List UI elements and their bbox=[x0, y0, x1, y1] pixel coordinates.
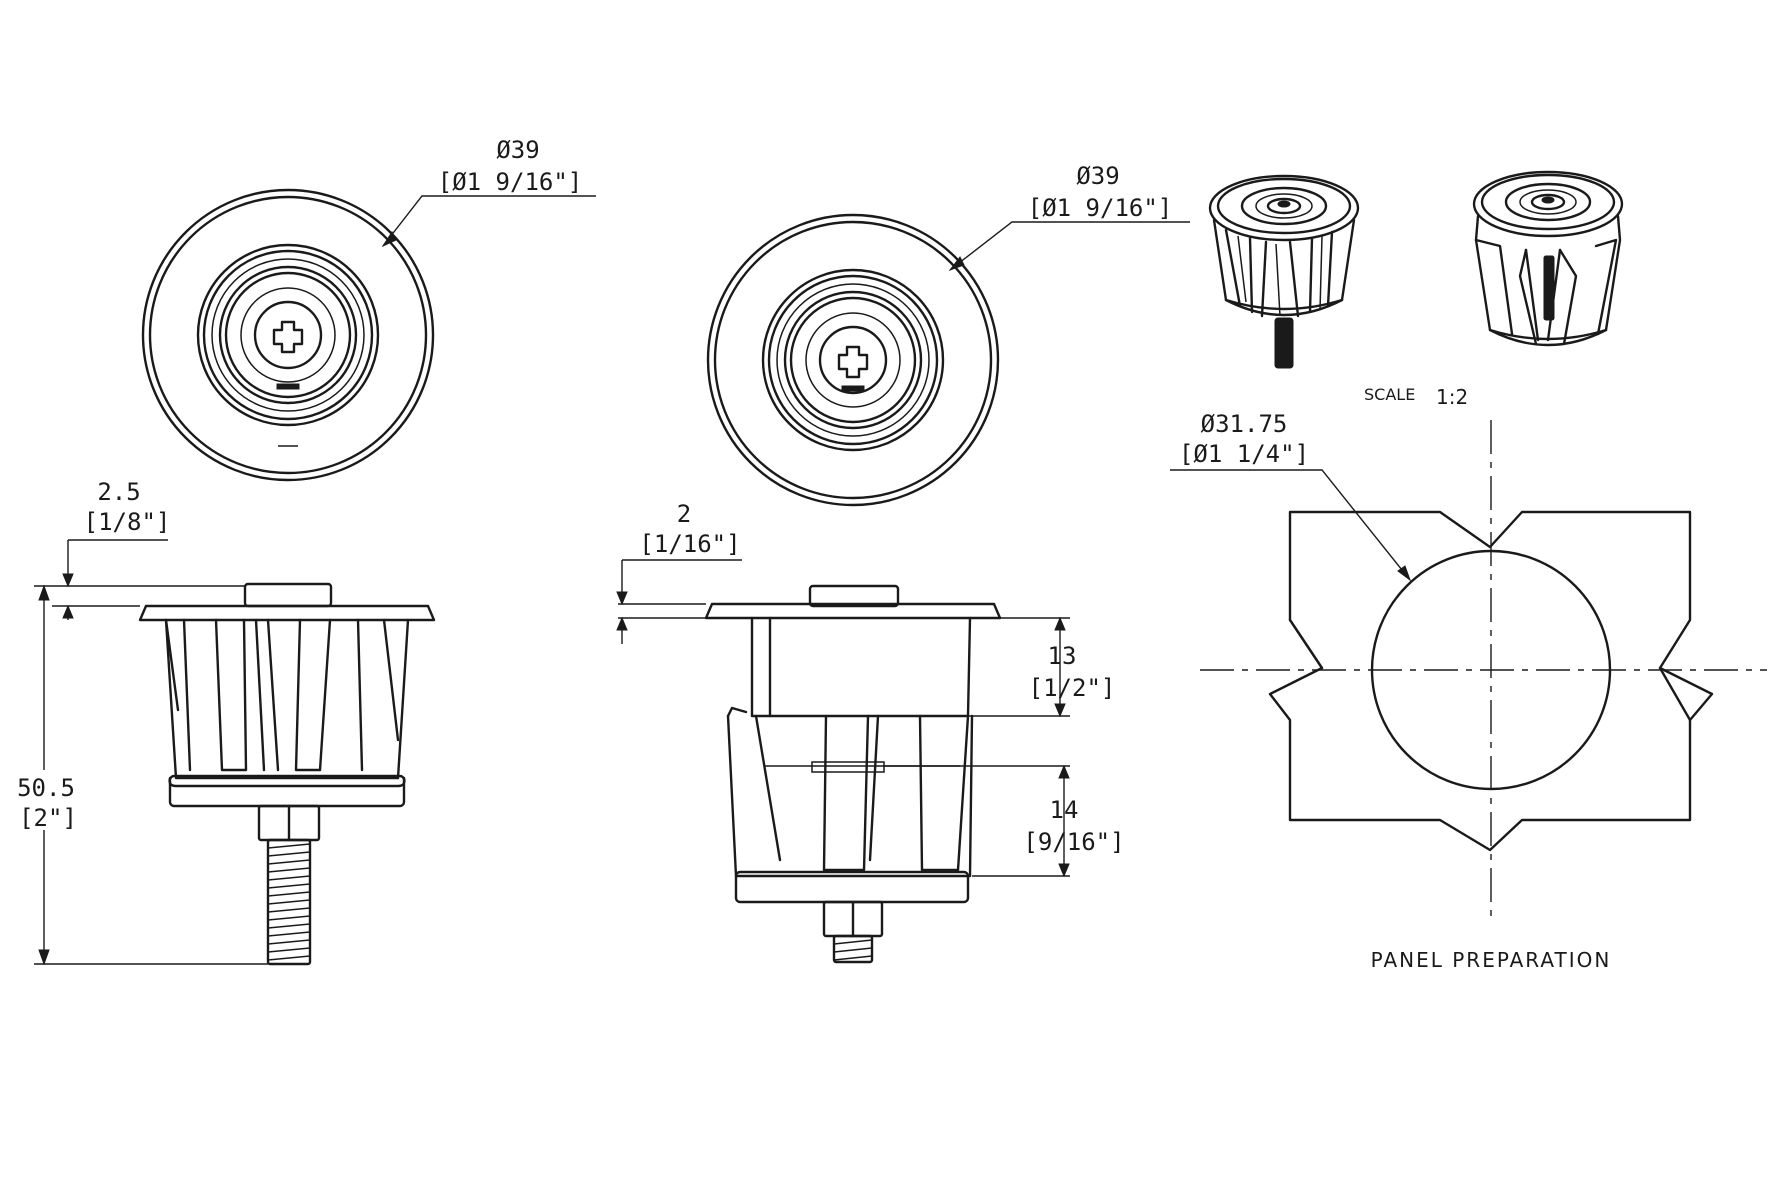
dimension-labels: Ø39 [Ø1 9/16"] 2.5 [1/8"] 50.5 [2"] Ø39 … bbox=[17, 136, 1612, 972]
view2-upper-mm: 13 bbox=[1048, 642, 1077, 670]
view1-bolt-threads bbox=[267, 843, 311, 961]
view2-flange-mm: 2 bbox=[677, 500, 691, 528]
view2-grip-mm: 14 bbox=[1050, 796, 1079, 824]
scale-value: 1:2 bbox=[1436, 385, 1468, 409]
view1-diameter-in: [Ø1 9/16"] bbox=[438, 168, 583, 196]
view1-top-view bbox=[141, 188, 435, 482]
view1-height-mm: 50.5 bbox=[17, 774, 75, 802]
iso-view-right bbox=[1472, 170, 1624, 347]
view2-top-view bbox=[706, 213, 1000, 507]
iso-view-left bbox=[1208, 174, 1360, 369]
panel-hole-mm: Ø31.75 bbox=[1201, 410, 1288, 438]
view2-upper-in: [1/2"] bbox=[1029, 674, 1116, 702]
view1-flange-mm: 2.5 bbox=[97, 478, 140, 506]
scale-label: SCALE bbox=[1364, 385, 1415, 404]
view1-height-in: [2"] bbox=[19, 804, 77, 832]
panel-cutout-drawing bbox=[1200, 420, 1767, 920]
view1-diameter-mm: Ø39 bbox=[496, 136, 539, 164]
panel-hole-in: [Ø1 1/4"] bbox=[1179, 440, 1309, 468]
view1-flange-in: [1/8"] bbox=[84, 508, 171, 536]
view2-side-view bbox=[704, 584, 1002, 964]
view2-diameter-mm: Ø39 bbox=[1076, 162, 1119, 190]
view2-flange-in: [1/16"] bbox=[639, 530, 740, 558]
view2-diameter-in: [Ø1 9/16"] bbox=[1028, 194, 1173, 222]
view1-side-view bbox=[138, 582, 436, 966]
dimension-lines bbox=[34, 195, 1412, 966]
view2-grip-in: [9/16"] bbox=[1023, 828, 1124, 856]
panel-preparation-caption: PANEL PREPARATION bbox=[1371, 948, 1612, 972]
